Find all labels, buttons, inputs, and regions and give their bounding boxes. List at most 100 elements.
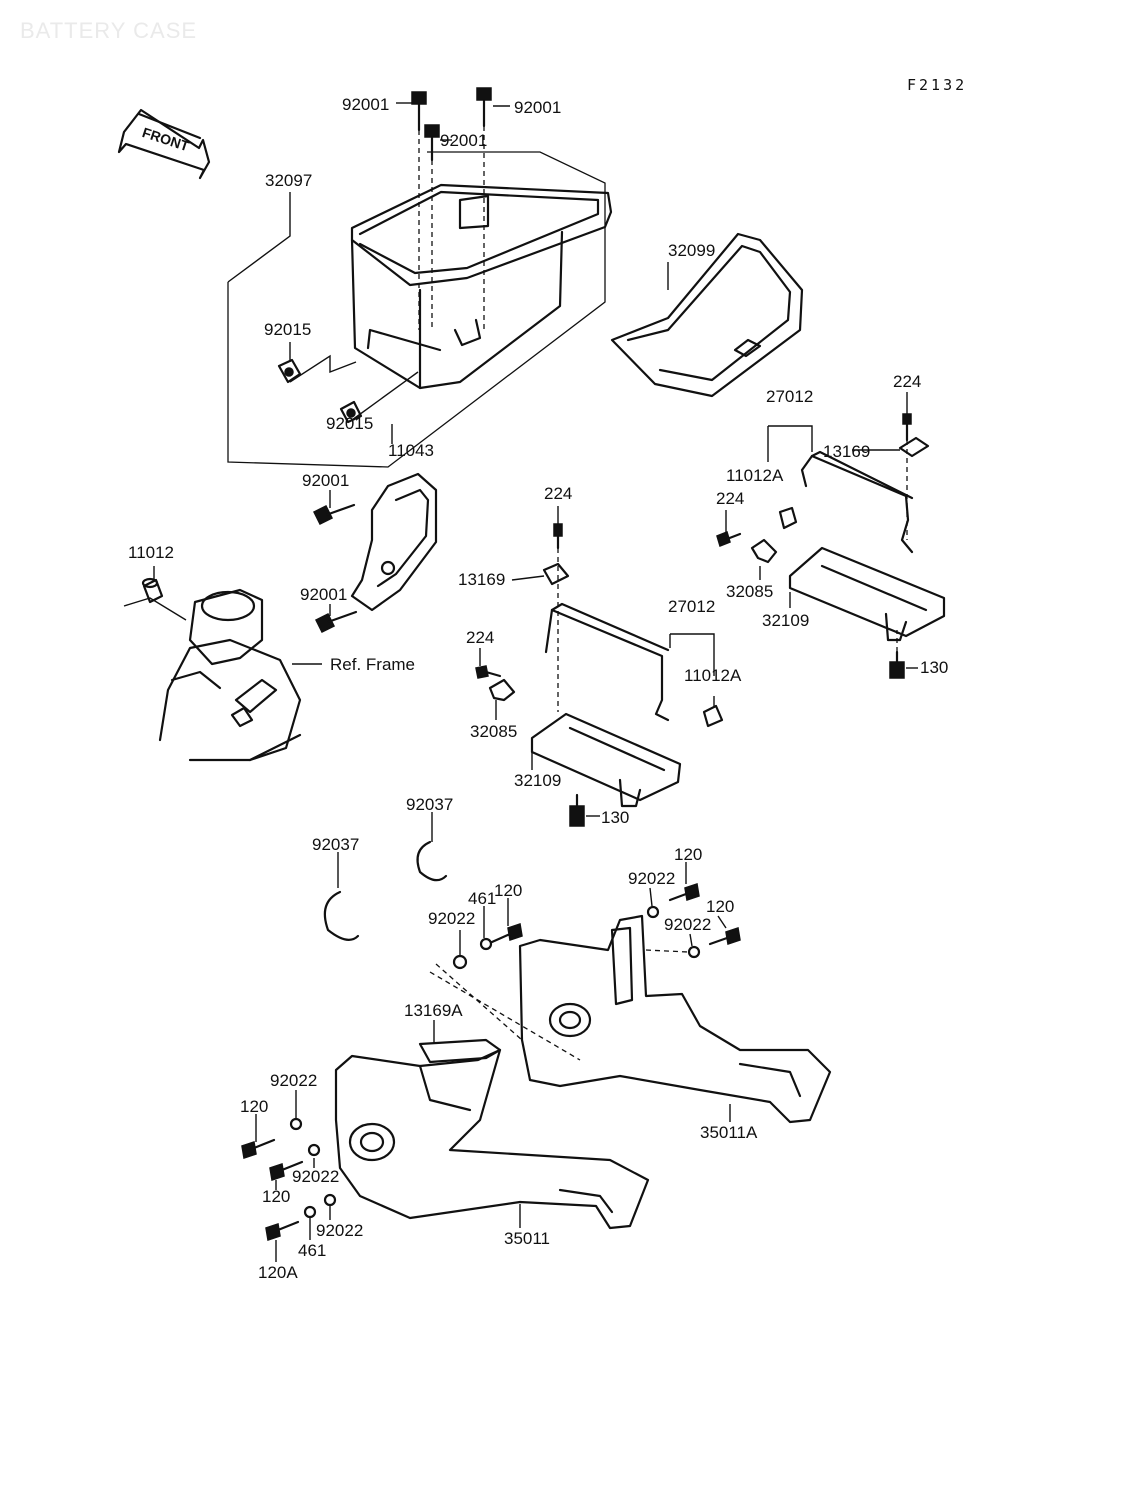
- bolt-120-center: [490, 923, 523, 944]
- label-27012-right: 27012: [766, 387, 813, 406]
- label-32097: 32097: [265, 171, 312, 190]
- holder-rod-27012-right: [800, 450, 914, 554]
- holder-rod-27012-middle: [544, 602, 670, 722]
- label-13169-middle: 13169: [458, 570, 505, 589]
- label-92037-right: 92037: [406, 795, 453, 814]
- battery-case-32097: [227, 151, 613, 468]
- label-92015-lower: 92015: [326, 414, 373, 433]
- washer-92022-left-a: [289, 1117, 303, 1131]
- washer-92022-right-lower: [687, 945, 701, 959]
- damper-11012A-middle: [702, 704, 724, 728]
- label-120-left-a: 120: [240, 1097, 268, 1116]
- label-120-right-upper: 120: [674, 845, 702, 864]
- label-224-right-side: 224: [716, 489, 744, 508]
- diagram-title: BATTERY CASE: [20, 18, 197, 43]
- label-92022-left-c: 92022: [316, 1221, 363, 1240]
- label-224-middle-side: 224: [466, 628, 494, 647]
- label-92001-cover-upper: 92001: [302, 471, 349, 490]
- label-ref-frame: Ref. Frame: [330, 655, 415, 674]
- bolt-120A-left: [265, 1220, 300, 1241]
- label-92001-top-right: 92001: [514, 98, 561, 117]
- label-224-right-top: 224: [893, 372, 921, 391]
- label-120-center: 120: [494, 881, 522, 900]
- part-number-labels: 92001 92001 92001 32097 32099 92015 9201…: [128, 95, 948, 1282]
- bolt-120-right-upper: [668, 883, 700, 902]
- label-224-middle-top: 224: [544, 484, 572, 503]
- label-35011: 35011: [504, 1229, 550, 1248]
- footpeg-bracket-35011A: [518, 914, 832, 1124]
- washer-92022-right-upper: [646, 905, 660, 919]
- label-92037-left: 92037: [312, 835, 359, 854]
- bolt-224-right-top: [902, 413, 912, 442]
- washer-92022-left-c: [323, 1193, 337, 1207]
- label-11012A-middle: 11012A: [684, 666, 742, 685]
- label-461-left: 461: [298, 1241, 326, 1260]
- washer-92022-center: [452, 954, 468, 970]
- label-92022-right-lower: 92022: [664, 915, 711, 934]
- cover-11043: [350, 472, 438, 612]
- label-35011A: 35011A: [700, 1123, 758, 1142]
- bolt-92001-top-middle: [424, 124, 440, 162]
- bolt-92001-top-right: [476, 87, 492, 128]
- bolt-92001-cover-lower: [314, 610, 358, 634]
- label-92001-top-middle: 92001: [440, 131, 487, 150]
- label-130-middle: 130: [601, 808, 629, 827]
- label-120-left-b: 120: [262, 1187, 290, 1206]
- label-11043: 11043: [388, 441, 434, 460]
- bolt-92001-top-left: [411, 91, 427, 132]
- bolt-120-left-b: [269, 1160, 304, 1181]
- footpeg-bracket-35011: [334, 1048, 650, 1230]
- front-direction-arrow: FRONT: [117, 108, 211, 180]
- bracket-13169A: [418, 1038, 502, 1064]
- leader-lines: [123, 102, 918, 1262]
- label-13169A: 13169A: [404, 1001, 463, 1020]
- label-11012A-right: 11012A: [726, 466, 784, 485]
- clamp-92037-right: [416, 840, 448, 882]
- label-92001-top-left: 92001: [342, 95, 389, 114]
- label-32085-middle: 32085: [470, 722, 517, 741]
- label-13169-right: 13169: [823, 442, 870, 461]
- label-32109-middle: 32109: [514, 771, 561, 790]
- clamp-32085-right: [750, 538, 778, 564]
- clip-92015-lower: [339, 400, 363, 424]
- bolt-224-middle-top: [553, 523, 563, 550]
- clip-92015-upper: [277, 358, 302, 384]
- figure-code: F2132: [907, 76, 967, 94]
- bolt-92001-cover-upper: [312, 503, 356, 526]
- label-32109-right: 32109: [762, 611, 809, 630]
- bolt-224-middle-side: [475, 665, 502, 679]
- bolt-120-right-lower: [708, 927, 741, 946]
- label-11012: 11012: [128, 543, 174, 562]
- damper-11012A-right: [778, 506, 798, 530]
- label-461-center: 461: [468, 889, 496, 908]
- battery-tray-32099: [610, 232, 804, 398]
- rubber-grommet-11012: [141, 577, 164, 604]
- plate-32109-right: [788, 546, 946, 642]
- plate-32109-middle: [530, 712, 682, 808]
- label-92022-right-upper: 92022: [628, 869, 675, 888]
- label-120-right-lower: 120: [706, 897, 734, 916]
- clamp-92037-left: [323, 890, 360, 941]
- label-92022-center: 92022: [428, 909, 475, 928]
- label-92001-cover-lower: 92001: [300, 585, 347, 604]
- label-120A-left: 120A: [258, 1263, 298, 1282]
- bolt-130-right: [889, 650, 905, 679]
- bracket-13169-right: [898, 436, 930, 458]
- washer-92022-left-b: [307, 1143, 321, 1157]
- bolt-224-right-side: [716, 530, 742, 548]
- washer-461-center: [479, 937, 493, 951]
- washer-461-left: [303, 1205, 317, 1219]
- label-92022-left-b: 92022: [292, 1167, 339, 1186]
- label-27012-middle: 27012: [668, 597, 715, 616]
- bracket-13169-middle: [542, 562, 570, 586]
- label-32085-right: 32085: [726, 582, 773, 601]
- frame-reference-section: [158, 588, 302, 762]
- label-32099: 32099: [668, 241, 715, 260]
- label-92022-left-a: 92022: [270, 1071, 317, 1090]
- bolt-130-middle: [569, 793, 585, 827]
- front-arrow-label: FRONT: [140, 124, 191, 154]
- clamp-32085-middle: [488, 678, 516, 702]
- label-92015-upper: 92015: [264, 320, 311, 339]
